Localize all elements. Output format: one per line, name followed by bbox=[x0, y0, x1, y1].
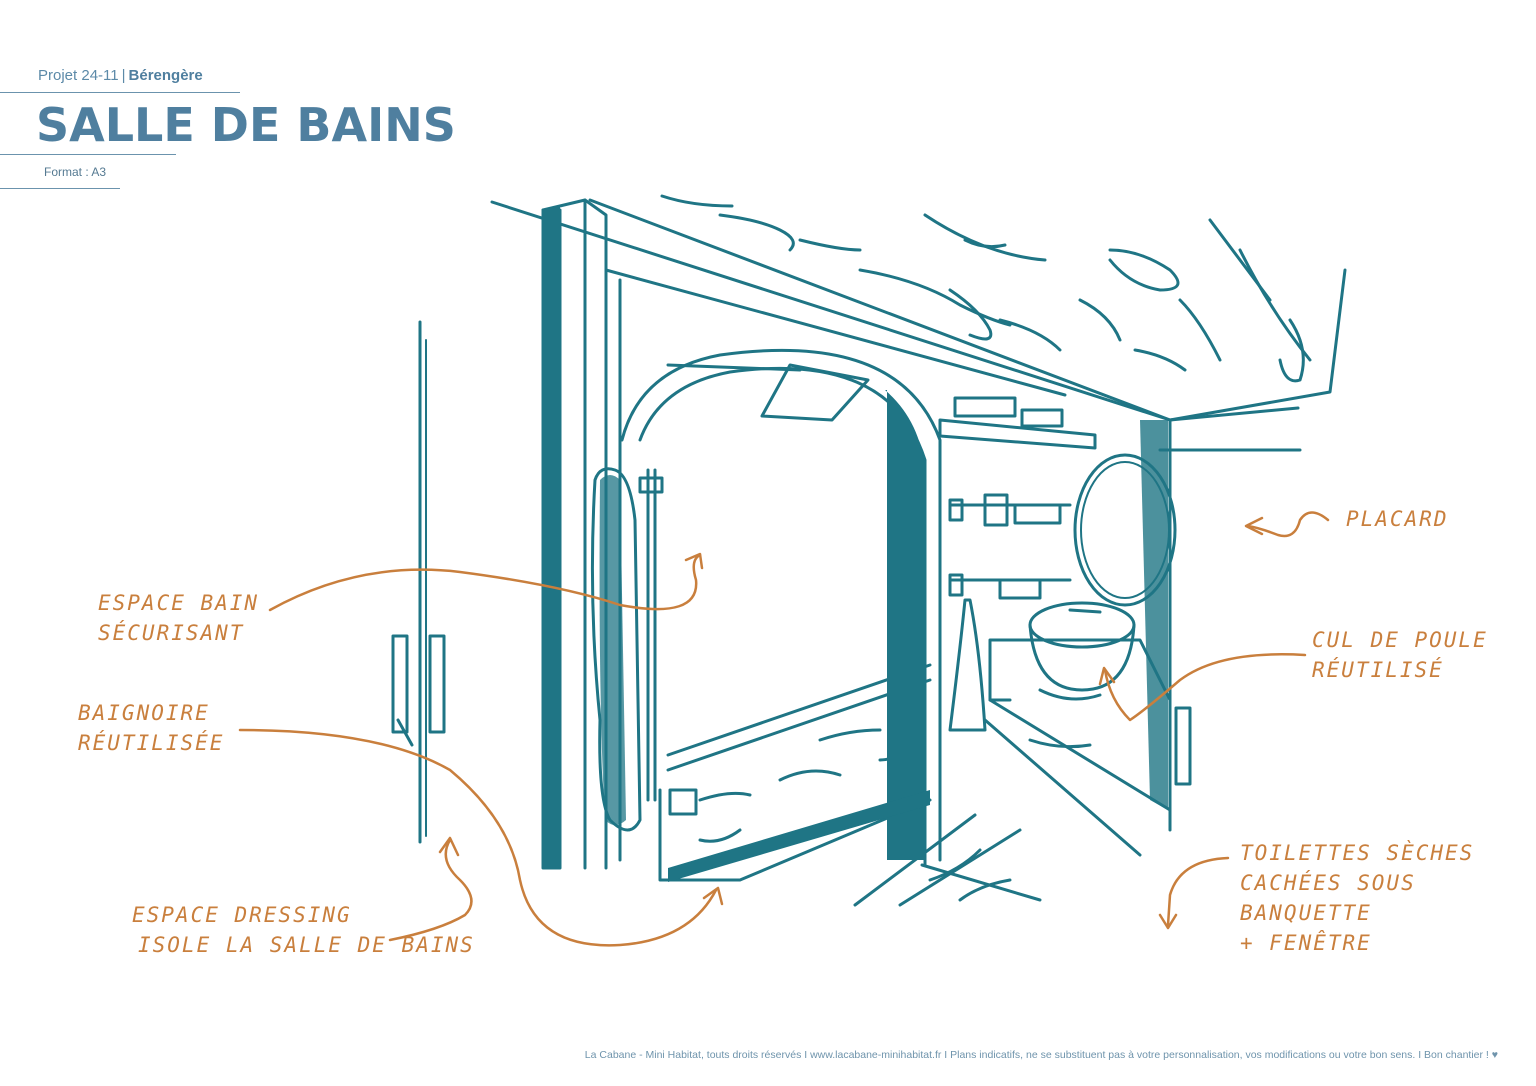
header-rule bbox=[0, 92, 240, 93]
annotation-line: CUL DE POULE bbox=[1312, 628, 1488, 652]
annotation-espace-dressing: ESPACE DRESSING ISOLE LA SALLE DE BAINS bbox=[132, 900, 475, 960]
project-separator: | bbox=[121, 67, 126, 84]
annotation-line: CACHÉES SOUS bbox=[1240, 871, 1416, 895]
annotation-placard: PLACARD bbox=[1346, 504, 1449, 534]
footer-copyright: La Cabane - Mini Habitat, touts droits r… bbox=[584, 1049, 1498, 1061]
format-label: Format : A3 bbox=[44, 165, 107, 179]
sketch-fills bbox=[543, 206, 1168, 882]
project-number: Projet 24-11 bbox=[38, 67, 119, 84]
annotation-line: RÉUTILISÉ bbox=[1312, 658, 1444, 682]
sketch-lines bbox=[391, 194, 1347, 907]
project-label: Projet 24-11|Bérengère bbox=[38, 67, 203, 84]
title-rule bbox=[0, 154, 176, 155]
annotation-line: PLACARD bbox=[1346, 507, 1449, 531]
annotation-arrows bbox=[238, 511, 1330, 947]
annotation-line: BANQUETTE bbox=[1240, 901, 1372, 925]
annotation-cul-de-poule: CUL DE POULE RÉUTILISÉ bbox=[1312, 625, 1488, 685]
page-title: SALLE DE BAINS bbox=[36, 98, 456, 152]
format-rule bbox=[0, 188, 120, 189]
annotation-baignoire: BAIGNOIRE RÉUTILISÉE bbox=[78, 698, 224, 758]
annotation-toilettes: TOILETTES SÈCHES CACHÉES SOUS BANQUETTE … bbox=[1240, 838, 1474, 958]
annotation-line: + FENÊTRE bbox=[1240, 931, 1372, 955]
annotation-line: BAIGNOIRE bbox=[78, 701, 210, 725]
annotation-line: SÉCURISANT bbox=[98, 621, 245, 645]
annotation-espace-bain: ESPACE BAIN SÉCURISANT bbox=[98, 588, 259, 648]
annotation-line: ESPACE DRESSING bbox=[132, 903, 352, 927]
annotation-line: ISOLE LA SALLE DE BAINS bbox=[138, 933, 475, 957]
client-name: Bérengère bbox=[128, 67, 203, 84]
annotation-line: RÉUTILISÉE bbox=[78, 731, 225, 755]
annotation-line: TOILETTES SÈCHES bbox=[1240, 841, 1475, 865]
annotation-line: ESPACE BAIN bbox=[98, 591, 260, 615]
